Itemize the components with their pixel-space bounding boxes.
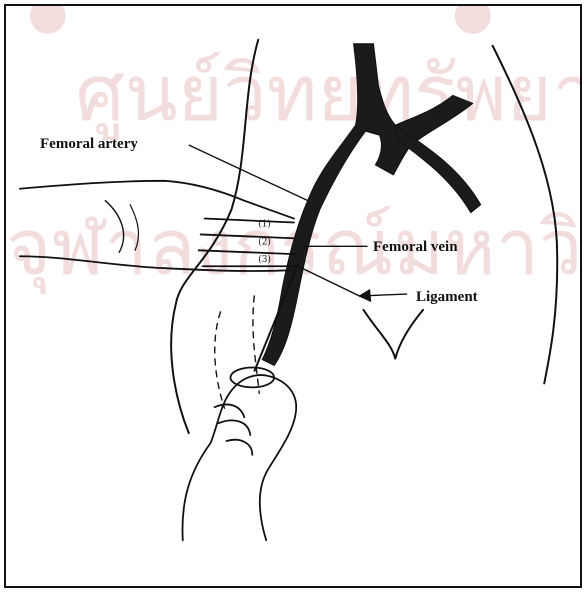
figure-frame: ศูนย์วิทยทรัพยากร จุฬาลงกรณ์มหาวิทยาลัย	[4, 4, 582, 588]
label-ligament: Ligament	[416, 290, 478, 305]
svg-text:(1): (1)	[258, 218, 271, 229]
pointer-artery	[189, 145, 308, 201]
outline-right-body	[493, 46, 558, 384]
vessel-branch-right	[395, 125, 480, 212]
label-femoral-artery: Femoral artery	[40, 137, 138, 152]
pointer-ligament	[298, 266, 407, 296]
femoral-line-illustration: (1) (2) (3)	[6, 6, 580, 586]
svg-text:(3): (3)	[258, 254, 271, 265]
outline-crotch	[364, 310, 424, 359]
left-arm	[20, 181, 294, 219]
svg-text:(2): (2)	[258, 236, 271, 247]
lower-hand	[182, 375, 296, 540]
label-femoral-vein: Femoral vein	[373, 240, 458, 255]
